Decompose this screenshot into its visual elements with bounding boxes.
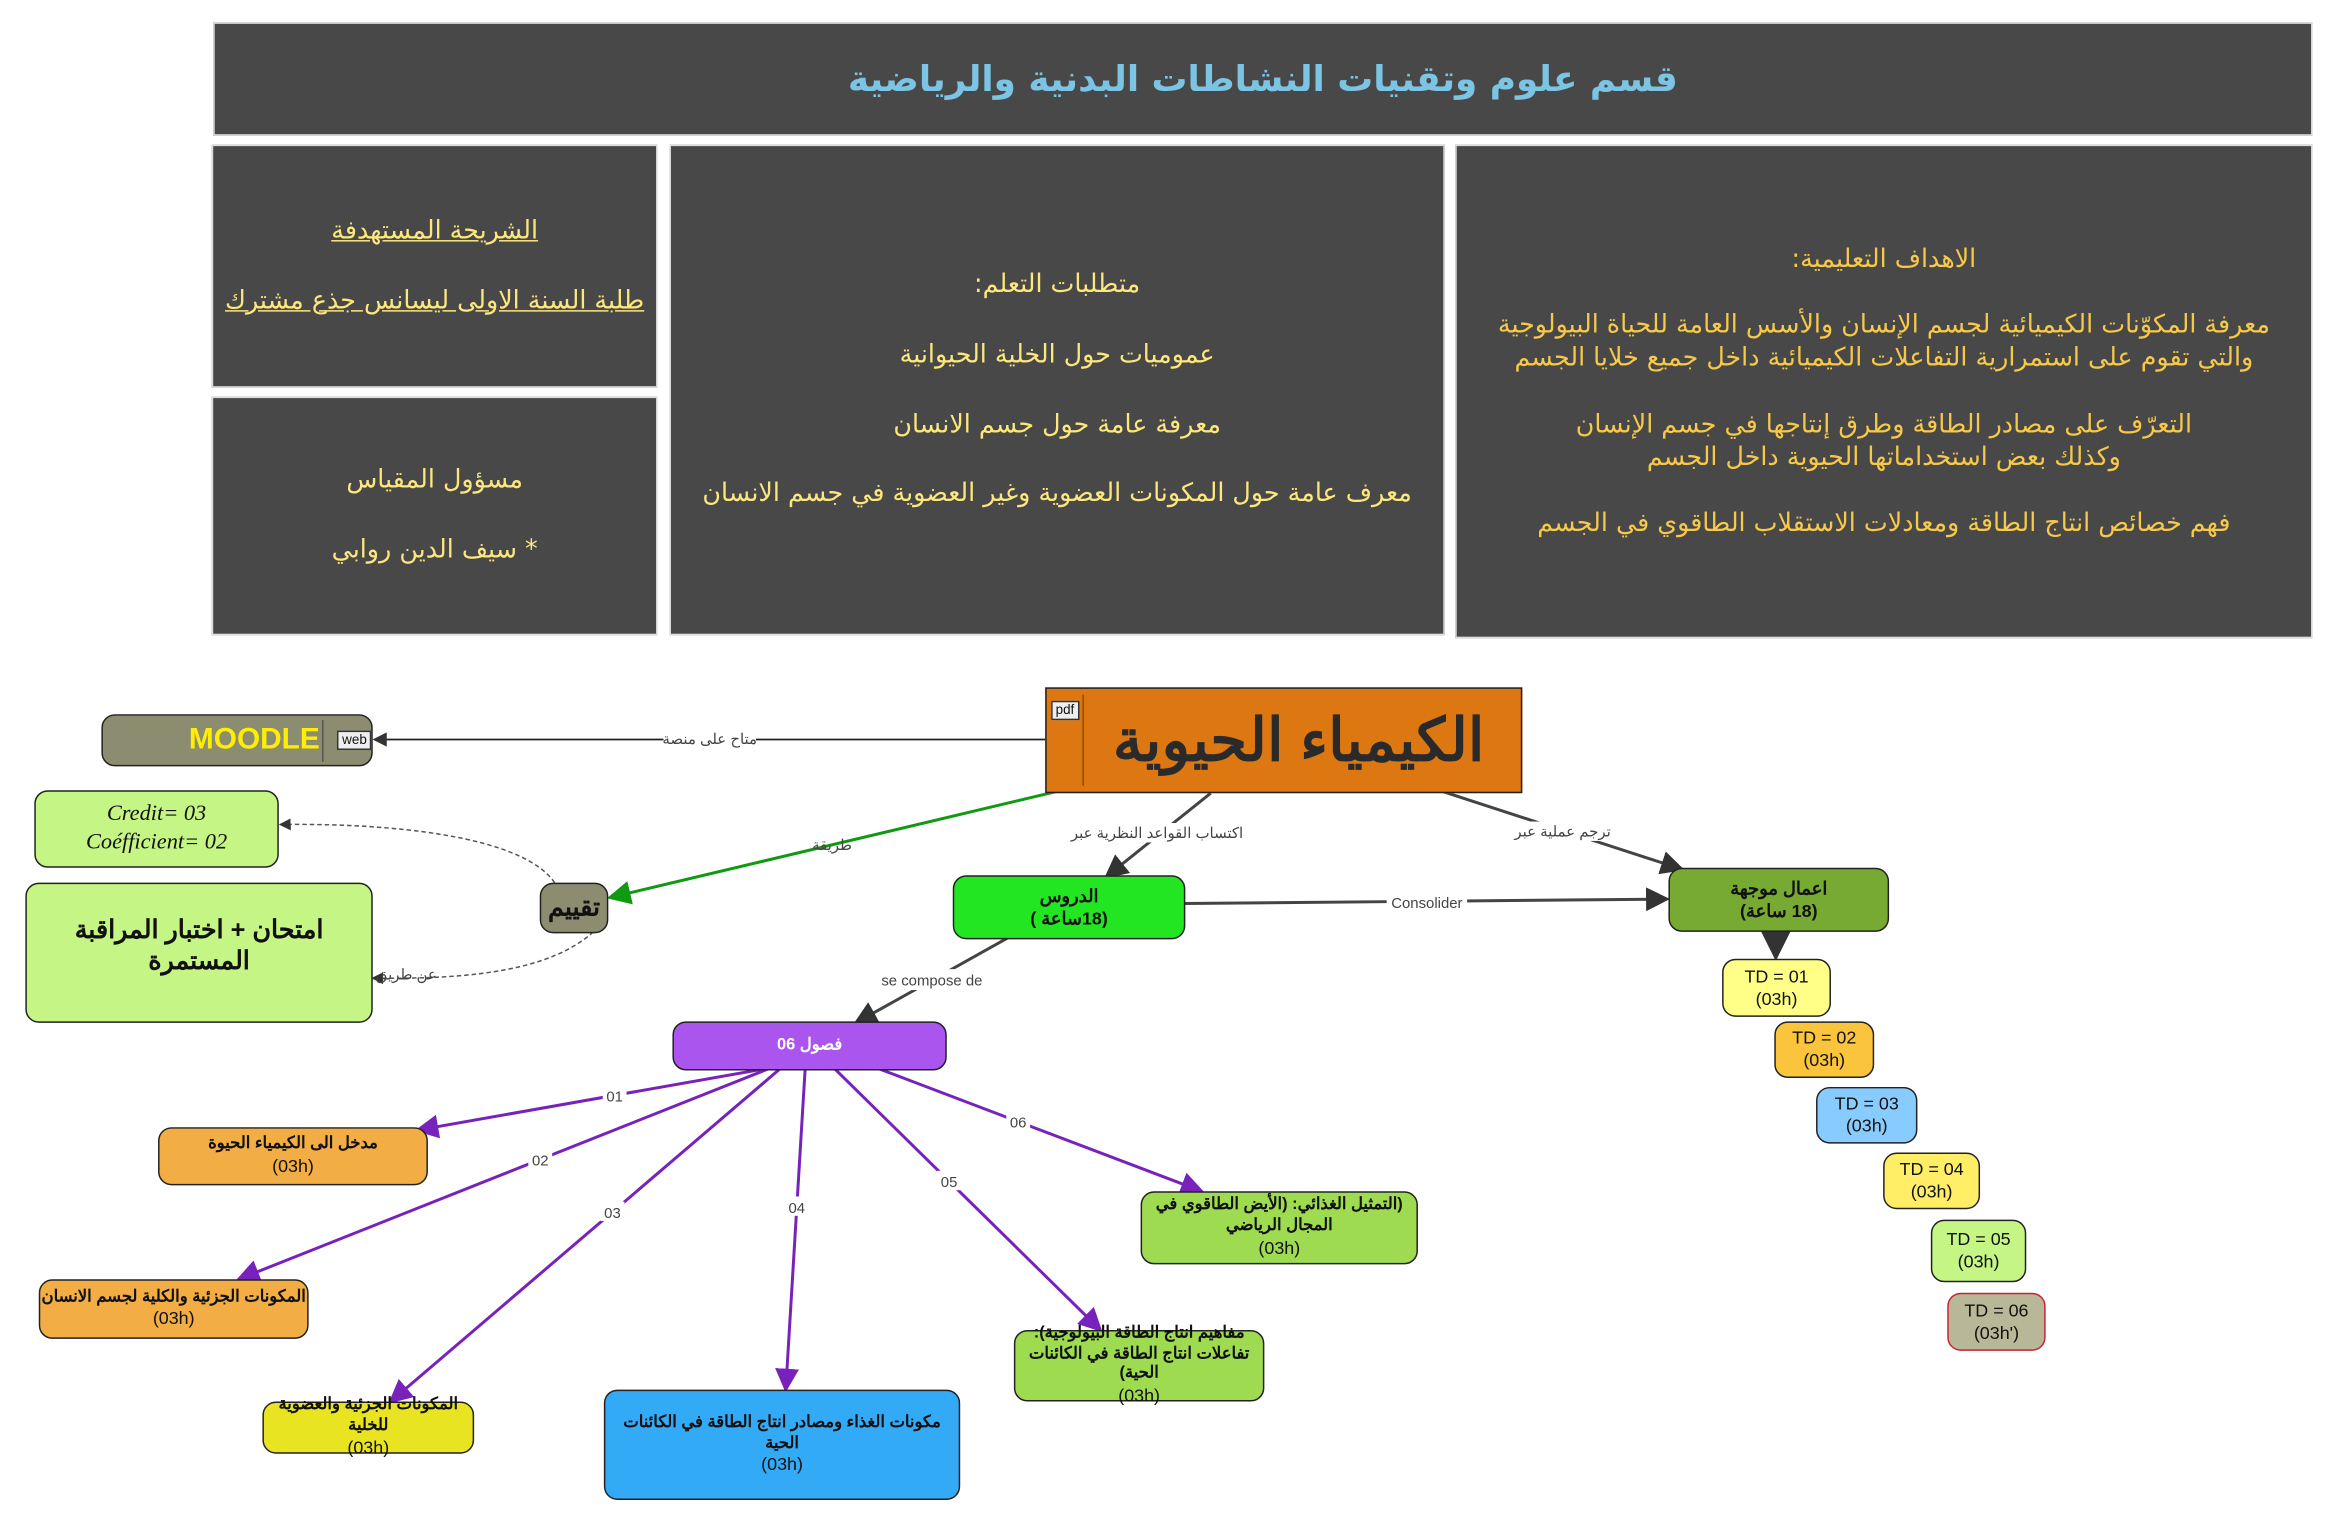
td-label: TD = 02 (1792, 1027, 1857, 1049)
main-topic-node[interactable]: pdf الكيمياء الحيوية (1045, 687, 1523, 794)
td-node[interactable]: TD = 06(03h') (1947, 1292, 2046, 1351)
td-label: TD = 03 (1834, 1092, 1899, 1114)
prerequisites-title: متطلبات التعلم: (974, 270, 1141, 301)
edge-evaluation (606, 790, 1056, 905)
lessons-hours: (18ساعة ) (1030, 907, 1108, 929)
objectives-title: الاهداف التعليمية: (1791, 244, 1977, 275)
objective-line: فهم خصائص انتاج الطاقة ومعادلات الاستقلا… (1537, 507, 2231, 538)
chapter-node[interactable]: مكونات الغذاء ومصادر انتاج الطاقة في الك… (603, 1389, 961, 1500)
prerequisite-item: عموميات حول الخلية الحيوانية (899, 339, 1215, 370)
chapter-node[interactable]: المكونات الجزئية والكلية لجسم الانسان (03… (38, 1279, 309, 1339)
target-title: الشريحة المستهدفة (331, 215, 539, 246)
lessons-node[interactable]: الدروس (18ساعة ) (952, 875, 1186, 940)
chapter-edge (833, 1067, 1103, 1333)
td-node[interactable]: TD = 05(03h) (1930, 1219, 2027, 1283)
edge-label-evaluation: طريقة (812, 838, 852, 854)
moodle-label: MOODLE (188, 723, 320, 756)
chapter-edge (414, 1067, 764, 1139)
objectives-panel: الاهداف التعليمية: معرفة المكوّنات الكيم… (1455, 144, 2313, 639)
credit-value: Credit= 03 (106, 802, 207, 827)
exam-node: امتحان + اختبار المراقبة المستمرة (25, 882, 373, 1023)
td-node[interactable]: TD = 02(03h) (1774, 1021, 1875, 1078)
target-value: طلبة السنة الاولى ليسانس جذع مشترك (225, 285, 645, 316)
edge-credit (278, 818, 556, 884)
edge-label-compose: se compose de (881, 974, 982, 990)
header-banner: قسم علوم وتقنيات النشاطات البدنية والريا… (213, 22, 2313, 136)
td-hours: (03h') (1973, 1321, 2020, 1343)
chapter-title: مدخل الى الكيمياء الحيوة (208, 1134, 378, 1153)
chapter-hours: (03h) (761, 1454, 803, 1475)
td-hours: (03h) (1755, 987, 1798, 1009)
edge-label-moodle: متاح على منصة (662, 732, 757, 748)
chapter-edge (879, 1067, 1205, 1196)
chapters-label: فصول 06 (776, 1035, 843, 1054)
edge-label-lessons: اكتساب القواعد النظرية عبر (1070, 826, 1243, 842)
objective-line: وكذلك بعض استخداماتها الحيوية داخل الجسم (1646, 442, 2121, 473)
chapter-edge (388, 1067, 781, 1404)
chapter-node[interactable]: مدخل الى الكيمياء الحيوة (03h) (158, 1127, 428, 1186)
chapter-hours: (03h) (347, 1436, 390, 1458)
chapter-hours: (03h) (152, 1308, 195, 1330)
chapter-number-label: 01 (606, 1089, 623, 1105)
chapter-number-label: 06 (1010, 1116, 1027, 1132)
td-label: TD = 05 (1946, 1228, 2011, 1250)
chapter-node[interactable]: (التمثيل الغذائي: (الأيض الطاقوي في المج… (1140, 1191, 1418, 1265)
td-hours: (03h) (1910, 1180, 1953, 1202)
td-node[interactable]: TD = 04(03h) (1883, 1152, 1981, 1210)
chapter-number-label: 02 (532, 1153, 549, 1169)
tutorials-node[interactable]: اعمال موجهة (18 ساعة) (1668, 867, 1890, 932)
chapter-title: المكونات الجزئية والعضوية للخلية (278, 1395, 459, 1435)
coefficient-value: Coéfficient= 02 (85, 830, 228, 855)
chapter-number-label: 03 (604, 1206, 621, 1222)
chapter-edge (775, 1068, 807, 1393)
web-badge[interactable]: web (337, 730, 372, 751)
chapter-title: (التمثيل الغذائي: (الأيض الطاقوي في المج… (1155, 1196, 1403, 1235)
evaluation-label: تقييم (548, 893, 601, 922)
page-title: قسم علوم وتقنيات النشاطات البدنية والريا… (847, 57, 1678, 100)
tutorials-hours: (18 ساعة) (1739, 899, 1818, 921)
chapter-hours: (03h) (1118, 1385, 1161, 1407)
edge-label-tutorials: ترجم عملية عبر (1513, 824, 1610, 840)
td-label: TD = 04 (1899, 1158, 1964, 1180)
td-label: TD = 06 (1964, 1299, 2029, 1321)
chapter-hours: (03h) (272, 1155, 314, 1177)
objective-line: والتي تقوم على استمرارية التفاعلات الكيم… (1514, 343, 2254, 374)
exam-method: امتحان + اختبار المراقبة المستمرة (74, 915, 324, 976)
moodle-node[interactable]: web MOODLE (101, 714, 373, 767)
td-label: TD = 01 (1744, 965, 1809, 987)
credit-node: Credit= 03 Coéfficient= 02 (34, 790, 279, 868)
main-topic-title: الكيمياء الحيوية (1112, 707, 1485, 774)
chapter-edge (235, 1067, 769, 1283)
chapters-node[interactable]: فصول 06 (672, 1021, 947, 1071)
chapter-title: المكونات الجزئية والكلية لجسم الانسان (41, 1287, 306, 1306)
chapter-title: مفاهيم انتاج الطاقة البيولوجية): تفاعلات… (1028, 1323, 1250, 1383)
prerequisite-item: معرفة عامة حول جسم الانسان (893, 409, 1221, 440)
edge-label-consolider: Consolider (1391, 896, 1462, 912)
edge-label-by: عن طريق (376, 968, 437, 984)
chapter-number-label: 05 (941, 1175, 958, 1191)
chapter-node[interactable]: مفاهيم انتاج الطاقة البيولوجية): تفاعلات… (1013, 1324, 1265, 1406)
chapter-hours: (03h) (1258, 1237, 1301, 1259)
td-hours: (03h) (1957, 1250, 2000, 1272)
chapter-number-label: 04 (789, 1201, 806, 1217)
pdf-badge[interactable]: pdf (1051, 700, 1079, 721)
prerequisite-item: معرف عامة حول المكونات العضوية وغير العض… (702, 478, 1412, 509)
prerequisites-panel: متطلبات التعلم: عموميات حول الخلية الحيو… (669, 144, 1445, 636)
target-audience-panel: الشريحة المستهدفة طلبة السنة الاولى ليسا… (211, 144, 658, 388)
responsible-name: * سيف الدين روابي (331, 535, 538, 566)
responsible-title: مسؤول المقياس (346, 465, 523, 496)
objective-line: التعرّف على مصادر الطاقة وطرق إنتاجها في… (1575, 409, 2193, 440)
chapter-node[interactable]: المكونات الجزئية والعضوية للخلية(03h) (262, 1396, 475, 1458)
tutorials-title: اعمال موجهة (1730, 877, 1828, 899)
td-node[interactable]: TD = 01(03h) (1722, 958, 1831, 1017)
lessons-title: الدروس (1039, 884, 1099, 906)
evaluation-node[interactable]: تقييم (539, 882, 609, 934)
td-hours: (03h) (1845, 1115, 1888, 1137)
objective-line: معرفة المكوّنات الكيميائية لجسم الإنسان … (1497, 310, 2270, 341)
td-node[interactable]: TD = 03(03h) (1816, 1086, 1918, 1144)
chapter-title: مكونات الغذاء ومصادر انتاج الطاقة في الك… (623, 1413, 941, 1452)
td-hours: (03h) (1803, 1049, 1846, 1071)
responsible-panel: مسؤول المقياس * سيف الدين روابي (211, 396, 658, 636)
